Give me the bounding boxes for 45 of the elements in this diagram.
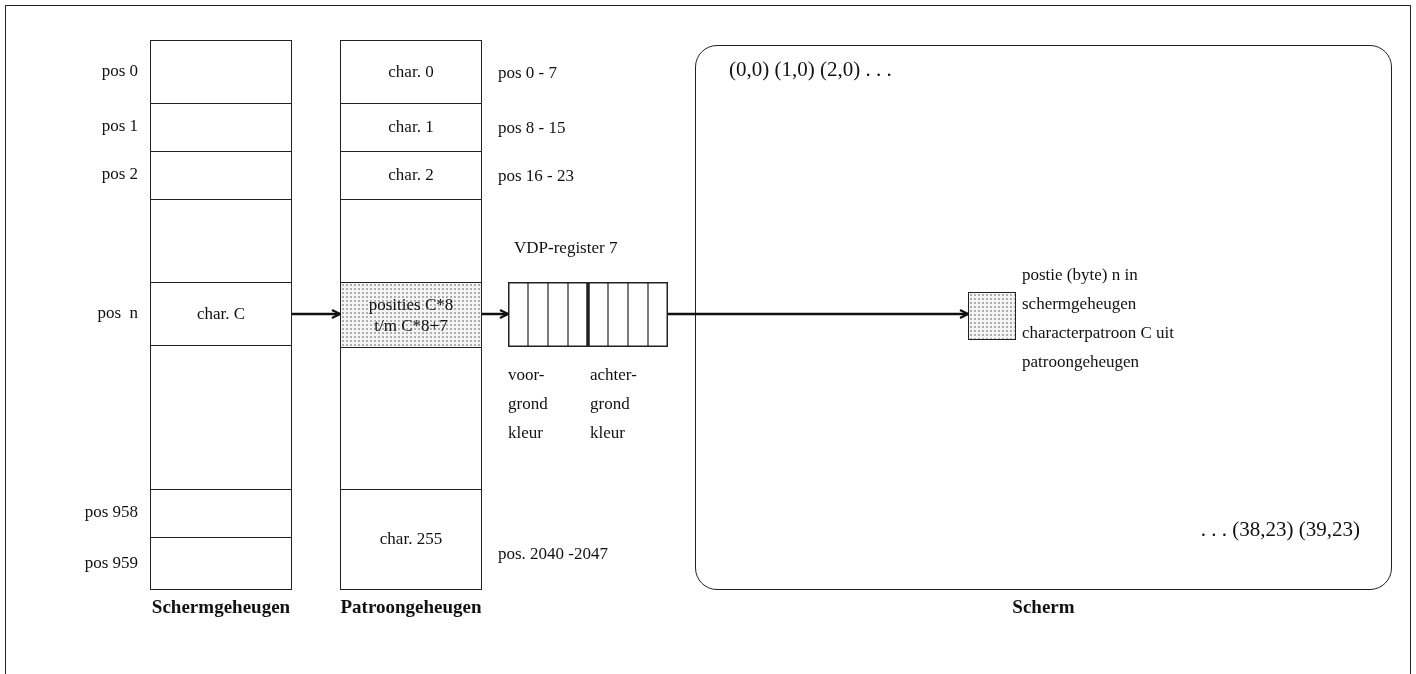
address-label: pos 0 - 7 xyxy=(498,62,558,83)
register-field-label: achter- grond kleur xyxy=(590,364,638,444)
cell-text: char. 255 xyxy=(379,530,443,549)
cell-text: char. C xyxy=(196,304,246,324)
cell-text: char. 0 xyxy=(388,62,434,82)
address-label: pos n xyxy=(97,302,138,323)
arrow xyxy=(668,308,970,320)
address-label: pos 0 xyxy=(101,60,138,81)
column-heading: Patroongeheugen xyxy=(340,596,482,618)
screen-heading: Scherm xyxy=(1012,596,1075,618)
address-label: pos 2 xyxy=(101,164,138,184)
cell-text: posities C*8 t/m C*8+7 xyxy=(367,293,455,337)
arrow xyxy=(292,308,342,320)
address-label: pos. 2040 -2047 xyxy=(498,544,609,564)
arrow xyxy=(482,308,510,320)
memory-column xyxy=(150,40,292,620)
memory-cell xyxy=(150,345,292,489)
memory-cell xyxy=(150,151,292,199)
column-heading: Schermgeheugen xyxy=(151,596,291,618)
memory-cell xyxy=(150,282,292,345)
memory-cell xyxy=(150,199,292,282)
memory-cell xyxy=(340,347,482,489)
address-label: pos 8 - 15 xyxy=(498,118,566,138)
memory-cell xyxy=(150,537,292,590)
character-pixel-block xyxy=(968,292,1016,340)
memory-cell xyxy=(340,489,482,590)
address-label: pos 959 xyxy=(84,552,138,573)
memory-cell xyxy=(150,489,292,537)
memory-cell xyxy=(150,103,292,151)
annotation-text: postie (byte) n in schermgeheugen characterpatroon C uit patroongeheugen xyxy=(1022,264,1175,373)
memory-cell xyxy=(150,40,292,103)
register-heading: VDP-register 7 xyxy=(514,238,618,258)
cell-text: char. 2 xyxy=(388,166,434,185)
coordinate-text: . . . (38,23) (39,23) xyxy=(1200,517,1360,542)
register-field-label: voor- grond kleur xyxy=(508,364,549,444)
address-label: pos 1 xyxy=(101,116,138,136)
memory-cell xyxy=(340,40,482,103)
address-label: pos 958 xyxy=(84,502,138,522)
memory-cell xyxy=(340,103,482,151)
memory-cell xyxy=(340,282,482,347)
memory-column xyxy=(340,40,482,620)
memory-cell xyxy=(340,151,482,199)
coordinate-text: (0,0) (1,0) (2,0) . . . xyxy=(729,57,892,82)
address-label: pos 16 - 23 xyxy=(498,166,575,186)
cell-text: char. 1 xyxy=(388,118,434,137)
